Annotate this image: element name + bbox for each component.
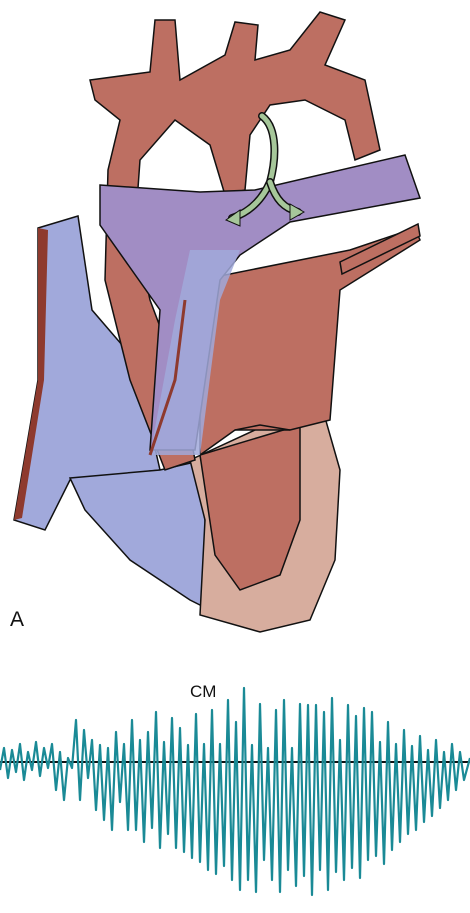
murmur-waveform <box>0 688 470 895</box>
murmur-label: CM <box>190 682 216 702</box>
right-ventricle <box>70 462 210 610</box>
panel-label: A <box>10 608 24 632</box>
